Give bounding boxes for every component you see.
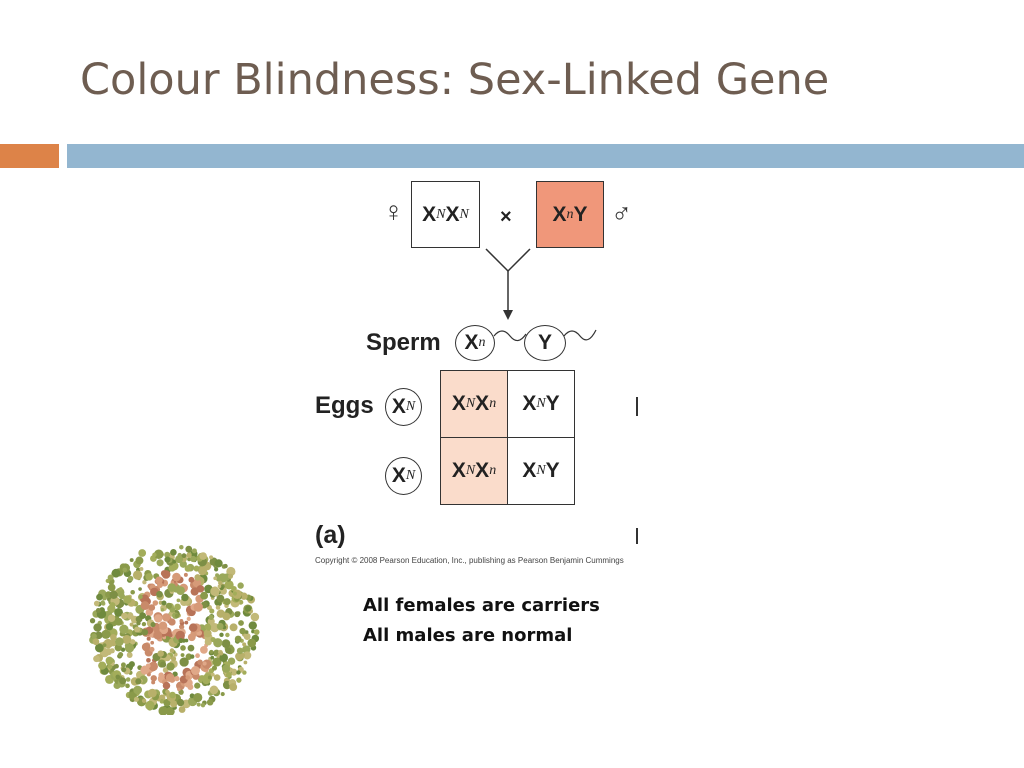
eggs-label: Eggs [315, 392, 374, 419]
note-females: All females are carriers [363, 595, 600, 616]
male-symbol-icon: ♂ [611, 198, 632, 229]
accent-bar-orange [0, 144, 59, 168]
sperm-y: Y [524, 325, 566, 361]
copyright-text: Copyright © 2008 Pearson Education, Inc.… [315, 556, 624, 565]
accent-bar-blue [67, 144, 1024, 168]
panel-label: (a) [315, 521, 346, 549]
note-males: All males are normal [363, 625, 573, 646]
female-symbol-icon: ♀ [383, 196, 404, 227]
sperm-label: Sperm [366, 329, 441, 356]
connector-lines [485, 248, 638, 544]
page-title: Colour Blindness: Sex-Linked Gene [80, 55, 830, 105]
cross-symbol: × [500, 206, 512, 228]
ishihara-plate-image [89, 544, 260, 715]
